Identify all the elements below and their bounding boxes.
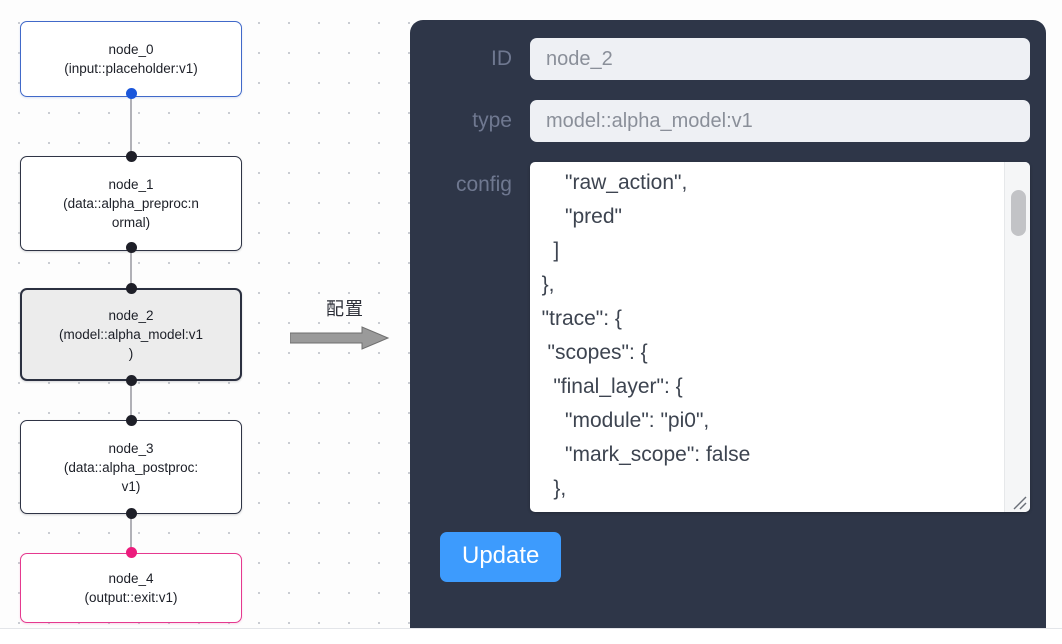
graph-node-label: node_2 (model::alpha_model:v1 )	[58, 308, 204, 361]
edge-node0-node1[interactable]	[130, 93, 132, 161]
node-handle-source-node_0[interactable]	[125, 88, 137, 99]
edge-node1-node2[interactable]	[130, 247, 132, 292]
config-scrollbar-thumb[interactable]	[1011, 190, 1026, 236]
node-handle-target-node_4[interactable]	[125, 547, 137, 558]
annotation-group: 配置	[290, 295, 400, 351]
config-field-label: config	[455, 173, 512, 196]
graph-node-label: node_1 (data::alpha_preproc:n ormal)	[63, 177, 199, 230]
graph-node-label: node_0 (input::placeholder:v1)	[64, 42, 198, 76]
resize-handle-icon[interactable]	[1010, 493, 1028, 511]
graph-node-node_3[interactable]: node_3 (data::alpha_postproc: v1)	[20, 420, 242, 514]
node-handle-target-node_3[interactable]	[125, 415, 137, 426]
bottom-strip	[0, 628, 1062, 644]
config-textarea-wrapper	[530, 162, 1030, 512]
node-handle-target-node_1[interactable]	[125, 151, 137, 162]
config-textarea[interactable]	[530, 162, 985, 512]
id-input[interactable]	[530, 38, 1030, 80]
field-row-type: type	[426, 100, 1030, 142]
graph-node-node_2[interactable]: node_2 (model::alpha_model:v1 )	[20, 288, 242, 381]
graph-node-label: node_3 (data::alpha_postproc: v1)	[63, 440, 199, 494]
graph-node-node_4[interactable]: node_4 (output::exit:v1)	[20, 553, 242, 623]
graph-node-node_1[interactable]: node_1 (data::alpha_preproc:n ormal)	[20, 156, 242, 251]
update-button[interactable]: Update	[440, 532, 562, 582]
edge-node2-node3[interactable]	[130, 377, 132, 424]
graph-node-label: node_4 (output::exit:v1)	[84, 571, 178, 605]
arrow-right-icon	[290, 326, 390, 350]
field-row-config: config	[426, 162, 1030, 512]
graph-node-node_0[interactable]: node_0 (input::placeholder:v1)	[20, 21, 242, 97]
edge-node3-node4[interactable]	[130, 510, 132, 557]
config-scrollbar[interactable]	[1004, 162, 1030, 512]
node-handle-source-node_1[interactable]	[125, 242, 137, 253]
node-handle-source-node_3[interactable]	[125, 508, 137, 519]
type-field-label: type	[472, 109, 512, 132]
field-row-id: ID	[426, 38, 1030, 80]
id-field-label: ID	[491, 47, 512, 70]
annotation-label: 配置	[326, 299, 364, 320]
graph-canvas[interactable]: node_0 (input::placeholder:v1) node_1 (d…	[0, 0, 1062, 628]
type-input[interactable]	[530, 100, 1030, 142]
node-config-panel: ID type config Update	[410, 20, 1046, 628]
node-handle-source-node_2[interactable]	[125, 375, 137, 386]
node-handle-target-node_2[interactable]	[125, 283, 137, 294]
panel-actions: Update	[426, 532, 1030, 582]
